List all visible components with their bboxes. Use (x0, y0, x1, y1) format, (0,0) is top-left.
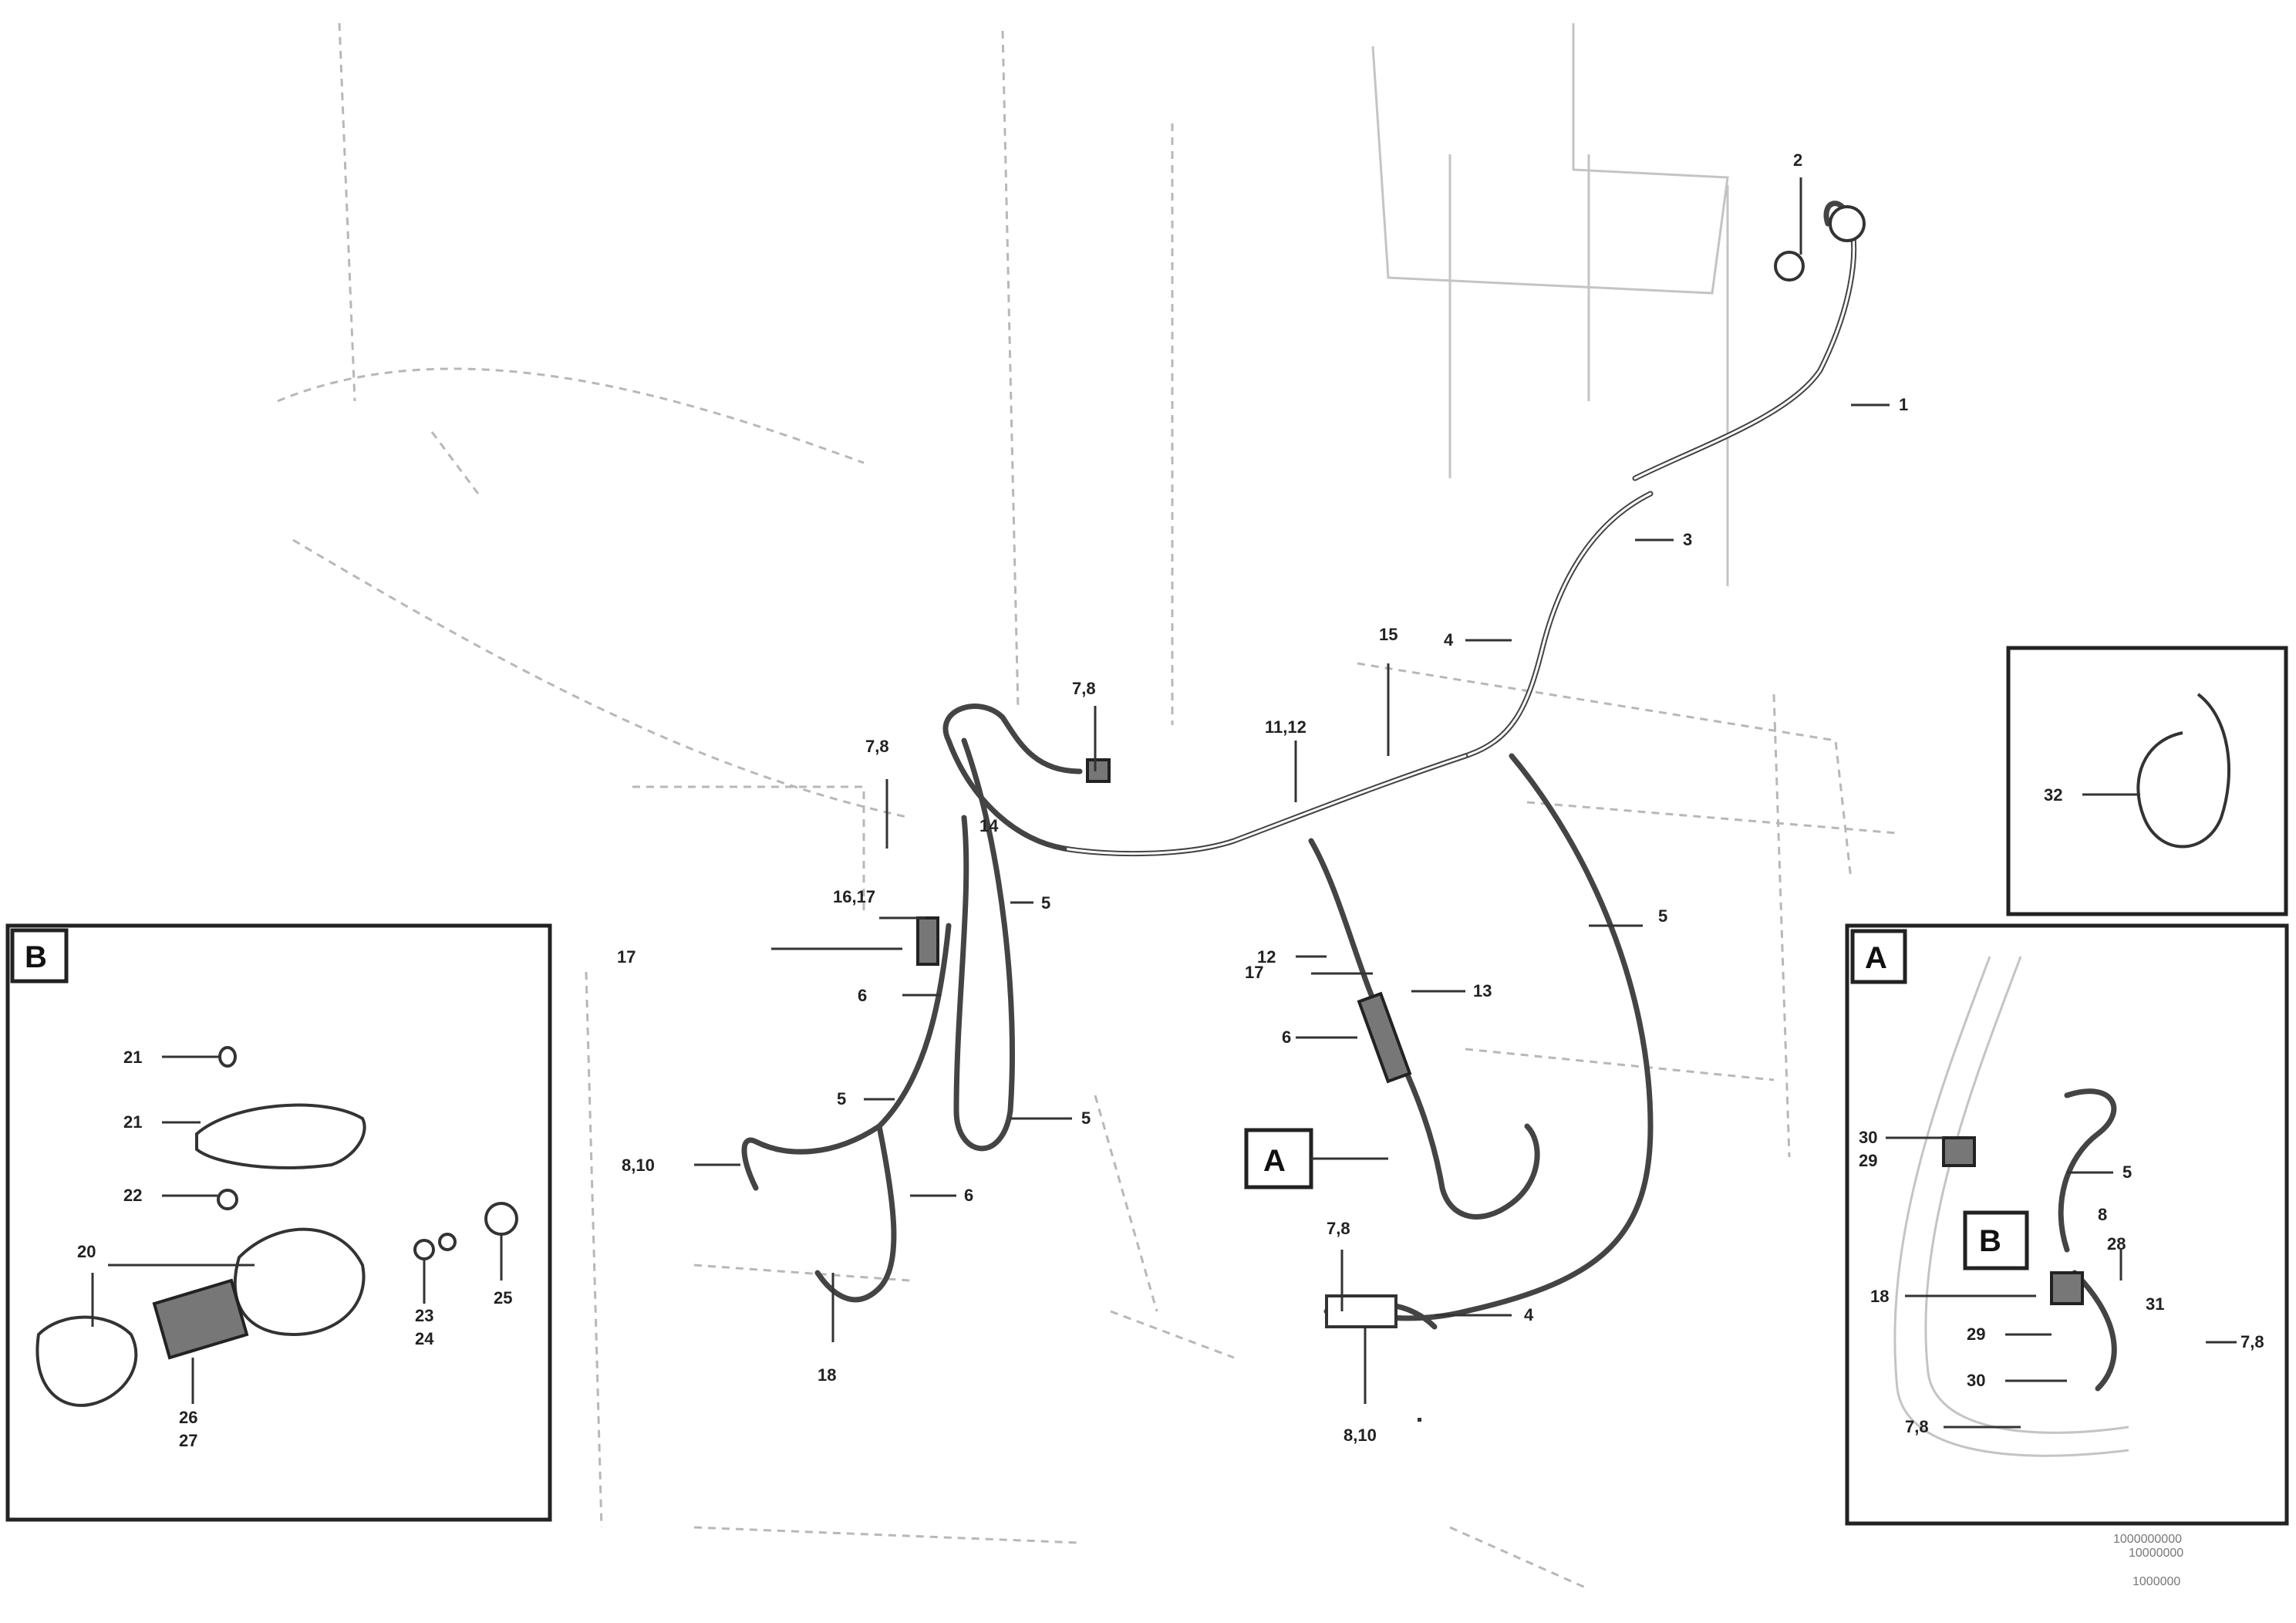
callout-11-12: 11,12 (1265, 717, 1306, 737)
callout-32: 32 (2044, 785, 2062, 805)
callout-a-29: 29 (1859, 1151, 1877, 1170)
callout-b-20: 20 (77, 1242, 96, 1261)
callout-b-23: 23 (415, 1306, 433, 1325)
callout-b-25: 25 (494, 1288, 512, 1308)
detail-b-label: B (25, 940, 47, 974)
callout-3: 3 (1683, 530, 1692, 549)
callout-a-29b: 29 (1967, 1324, 1985, 1344)
callout-4b: 4 (1524, 1305, 1534, 1324)
detail-b-panel: B 21 21 22 20 23 24 25 26 27 (5, 923, 552, 1522)
callout-1: 1 (1899, 395, 1908, 414)
ref-line-2: 10000000 (2129, 1547, 2183, 1560)
callout-7-8-a: 7,8 (1072, 679, 1096, 698)
callout-18: 18 (818, 1365, 836, 1385)
callout-15: 15 (1379, 625, 1397, 644)
callout-a-7-8-b: 7,8 (2240, 1332, 2264, 1351)
callout-6c: 6 (1282, 1027, 1291, 1047)
callout-2: 2 (1793, 150, 1802, 170)
detail-small-panel: 32 (2006, 646, 2288, 916)
callout-5c: 5 (1081, 1108, 1091, 1128)
background-machine-outline (277, 22, 1898, 1591)
detail-a-label: A (1865, 941, 1887, 975)
callout-5b: 5 (837, 1089, 846, 1108)
callout-b-22: 22 (123, 1186, 142, 1205)
detail-a-b-label: B (1979, 1224, 2001, 1258)
callout-16-17-b: 17 (1245, 963, 1263, 982)
callout-a-8: 8 (2098, 1205, 2107, 1224)
hose-lines (741, 201, 1857, 1330)
callout-6a: 6 (858, 986, 867, 1005)
callout-b-26: 26 (179, 1408, 197, 1427)
callout-5a: 5 (1041, 893, 1050, 913)
callout-12: 12 (1257, 947, 1276, 967)
reference-code: 1000000000 10000000 1000000 (2113, 1533, 2183, 1588)
callout-a-30b: 30 (1967, 1371, 1985, 1390)
callout-8-10-a: 8,10 (622, 1156, 655, 1175)
detail-a-main-label: A (1263, 1144, 1286, 1178)
ref-line-1: 1000000000 (2113, 1533, 2182, 1546)
ref-line-3: 1000000 (2132, 1575, 2180, 1588)
callout-7-8-c: 7,8 (1327, 1219, 1350, 1238)
detail-a-pointer: A (1244, 1128, 1388, 1189)
callout-5d: 5 (1658, 906, 1667, 926)
callout-16-17: 16,17 (833, 887, 875, 906)
detail-a-panel: A B 30 29 5 8 28 18 29 30 7,8 7,8 31 (1845, 923, 2289, 1526)
callout-b-21a: 21 (123, 1048, 142, 1067)
callout-17: 17 (617, 947, 636, 967)
callout-14: 14 (979, 816, 999, 835)
callout-a-28: 28 (2107, 1234, 2126, 1254)
callout-a-7-8-a: 7,8 (1905, 1417, 1929, 1436)
callout-6b: 6 (964, 1186, 973, 1205)
callout-4a: 4 (1444, 630, 1454, 650)
callout-13: 13 (1473, 981, 1492, 1000)
fittings (916, 205, 1866, 1422)
main-callouts: 2 1 3 4 15 11,12 7,8 7,8 14 16,17 17 5 6… (617, 150, 1908, 1445)
callout-8-10-b: 8,10 (1344, 1426, 1377, 1445)
callout-7-8-b: 7,8 (865, 737, 889, 756)
callout-a-18: 18 (1870, 1287, 1889, 1306)
callout-b-21b: 21 (123, 1112, 142, 1132)
callout-a-31: 31 (2146, 1294, 2164, 1314)
callout-a-5: 5 (2122, 1162, 2132, 1182)
callout-b-24: 24 (415, 1329, 434, 1348)
callout-a-30: 30 (1859, 1128, 1877, 1147)
callout-b-27: 27 (179, 1431, 197, 1450)
